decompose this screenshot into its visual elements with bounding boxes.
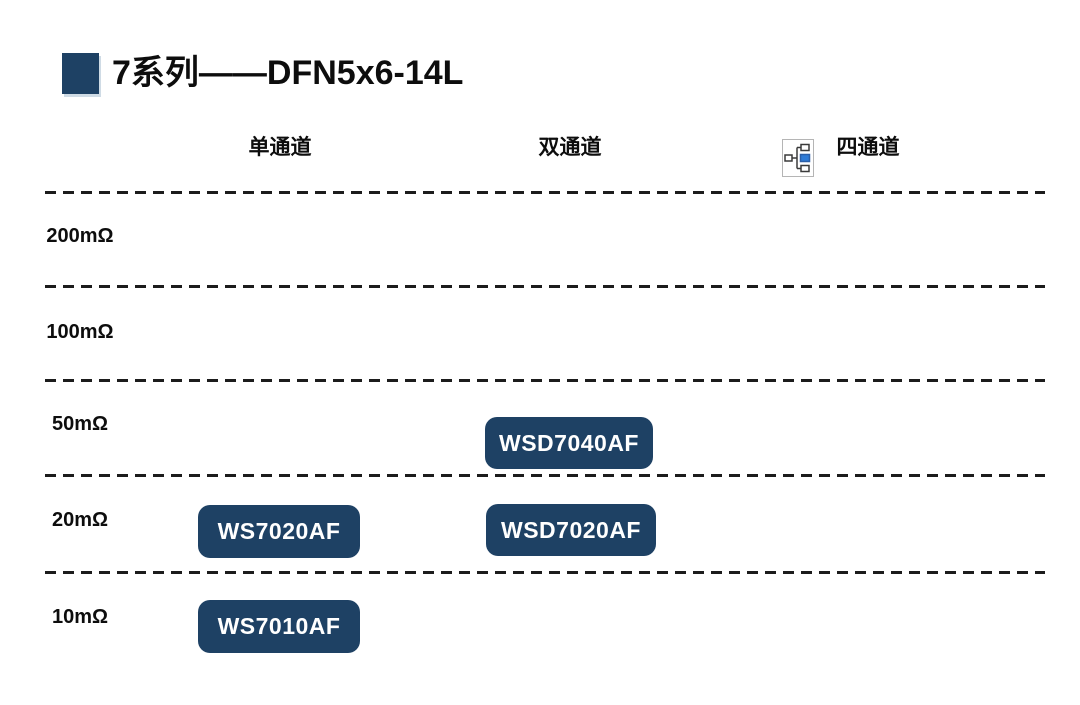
product-chip-wsd7040af: WSD7040AF [485,417,653,469]
row-label-200mohm: 200mΩ [46,225,114,247]
row-divider [45,191,1045,194]
column-header-single-channel: 单通道 [248,136,312,159]
org-chart-icon [782,139,814,177]
column-header-quad-channel: 四通道 [836,136,900,159]
column-header-dual-channel: 双通道 [538,136,602,159]
product-chip-wsd7020af: WSD7020AF [486,504,656,556]
row-divider [45,571,1045,574]
row-divider [45,285,1045,288]
page-title: 7系列——DFN5x6-14L [112,54,464,92]
product-chip-ws7010af: WS7010AF [198,600,360,653]
product-chip-ws7020af: WS7020AF [198,505,360,558]
row-label-50mohm: 50mΩ [51,413,109,435]
row-divider [45,474,1045,477]
title-bullet-square [62,53,99,94]
row-label-10mohm: 10mΩ [51,606,109,628]
row-label-20mohm: 20mΩ [51,509,109,531]
row-divider [45,379,1045,382]
row-label-100mohm: 100mΩ [46,321,114,343]
